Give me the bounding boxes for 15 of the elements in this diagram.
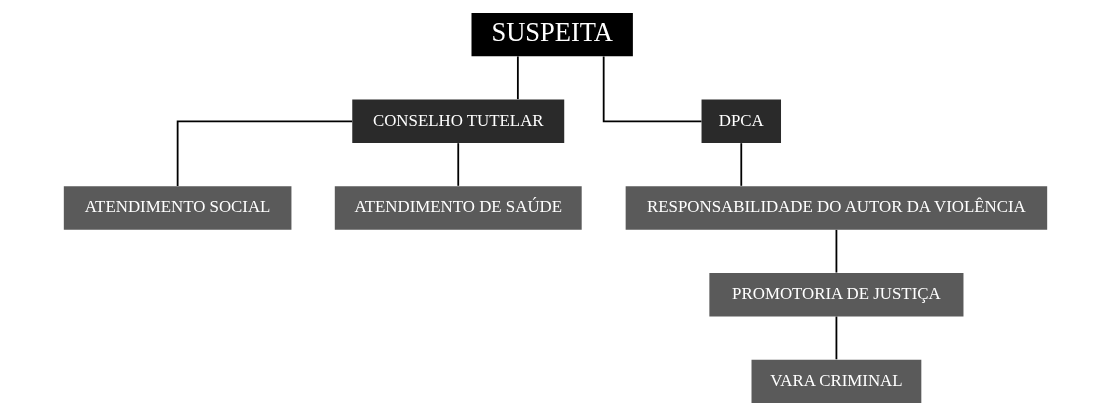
node-box: RESPONSABILIDADE DO AUTOR DA VIOLÊNCIA	[625, 186, 1047, 230]
connector	[739, 142, 742, 187]
node-box: SUSPEITA	[471, 12, 633, 57]
connector	[176, 120, 353, 188]
node-box: DPCA	[701, 99, 781, 143]
node-box: VARA CRIMINAL	[751, 359, 921, 404]
node-box: ATENDIMENTO DE SAÚDE	[334, 186, 582, 230]
connector	[835, 228, 837, 274]
connector	[516, 55, 519, 100]
node-box: ATENDIMENTO SOCIAL	[63, 186, 291, 230]
node-box: PROMOTORIA DE JUSTIÇA	[708, 273, 963, 317]
connector	[835, 315, 837, 361]
connector	[456, 142, 459, 187]
connector	[602, 55, 702, 123]
node-box: CONSELHO TUTELAR	[351, 99, 564, 143]
